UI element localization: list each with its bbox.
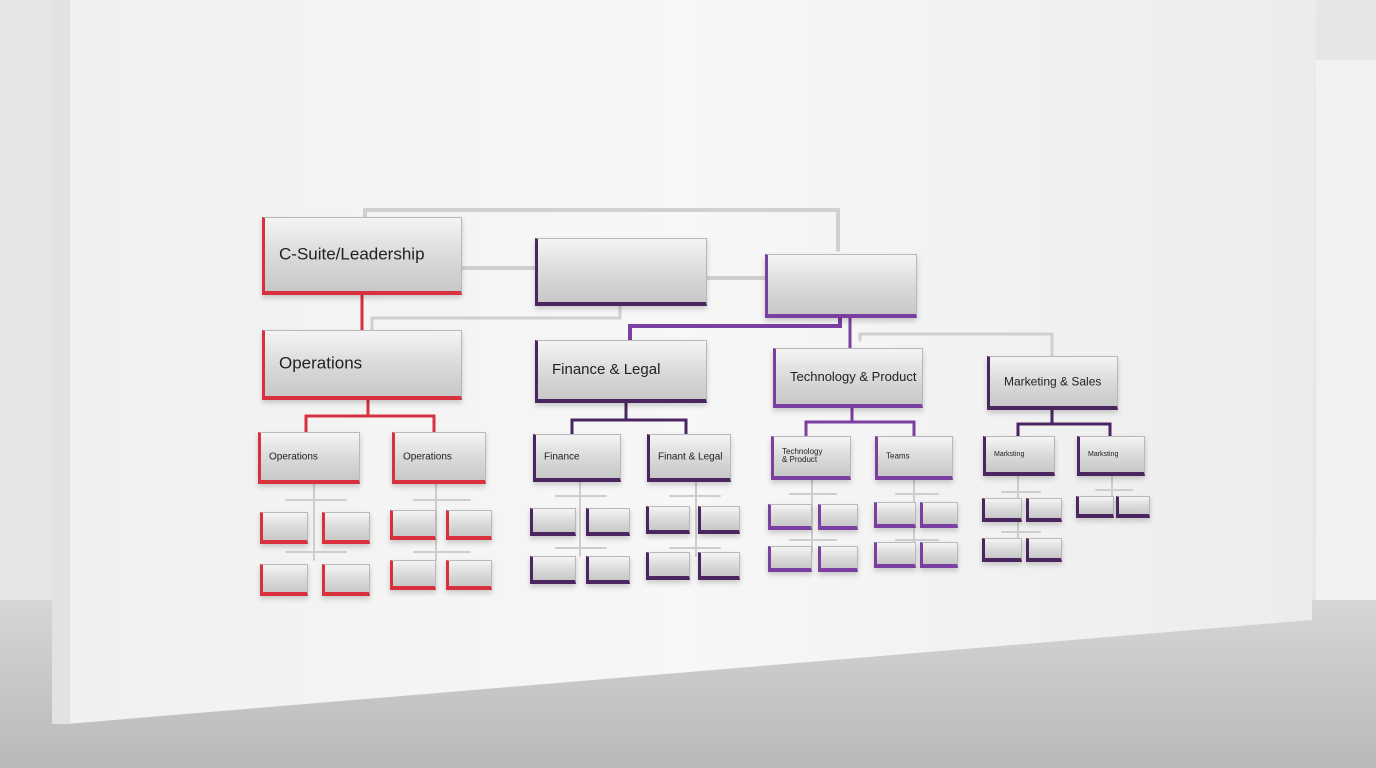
sub-team-plate [982,498,1022,522]
connector-mkt-teams [1016,406,1112,438]
department-plate-finance: Finance & Legal [535,340,707,403]
sub-team-plate [646,506,690,534]
department-label-marketing: Marketing & Sales [1004,373,1102,388]
wall-edge [52,0,70,724]
sub-team-plate [322,564,370,596]
sub-team-plate [1026,538,1062,562]
department-label-technology: Technology & Product [790,368,917,384]
connector-marketing [858,332,1054,358]
sub-team-plate [874,542,916,568]
sub-team-plate [446,560,492,590]
sub-team-plate [586,556,630,584]
team-plate: Marksting [1077,436,1145,476]
sub-team-plate [920,502,958,528]
sub-team-plate [698,506,740,534]
team-plate: Marksting [983,436,1055,476]
team-plate: Finant & Legal [647,434,731,482]
team-label: Operations [403,451,452,462]
sub-team-plate [818,504,858,530]
team-plate: Teams [875,436,953,480]
blank-executive-plate [765,254,917,318]
department-plate-technology: Technology & Product [773,348,923,408]
team-label: Operations [269,451,318,462]
connector-fin-teams [570,400,688,436]
sub-team-plate [1076,496,1114,518]
team-plate: Technology & Product [771,436,851,480]
sub-team-plate [874,502,916,528]
department-label-finance: Finance & Legal [552,360,661,378]
sub-team-plate [1026,498,1062,522]
team-label: Marksting [1088,450,1119,458]
sub-team-plate [818,546,858,572]
sub-team-plate [698,552,740,580]
sub-team-plate [390,560,436,590]
team-label: Finant & Legal [658,451,723,462]
department-plate-operations: Operations [262,330,462,400]
sub-team-plate [530,508,576,536]
sub-team-plate [982,538,1022,562]
blank-executive-plate [535,238,707,306]
connector-ops-to-finance [370,303,622,332]
sub-team-plate [586,508,630,536]
connector-finance-purple [628,314,842,342]
sub-team-plate [768,504,812,530]
sub-team-plate [768,546,812,572]
team-label: Teams [886,451,910,461]
team-label: Finance [544,451,580,462]
team-plate: Operations [392,432,486,484]
sub-team-plate [322,512,370,544]
team-plate: Finance [533,434,621,482]
sub-team-plate [920,542,958,568]
team-label: Marksting [994,450,1025,458]
right-column [1316,60,1376,605]
sub-team-plate [446,510,492,540]
sub-team-plate [530,556,576,584]
sub-team-plate [390,510,436,540]
team-label: Technology & Product [782,446,823,465]
sub-team-plate [260,512,308,544]
sub-team-plate [646,552,690,580]
department-plate-marketing: Marketing & Sales [987,356,1118,410]
sub-team-plate [260,564,308,596]
department-label-operations: Operations [279,353,363,373]
leadership-plate: C-Suite/Leadership [262,217,462,295]
connector-tech-teams [804,404,916,438]
connector-ops-teams [304,396,436,434]
sub-team-plate [1116,496,1150,518]
team-plate: Operations [258,432,360,484]
leadership-label: C-Suite/Leadership [279,244,425,264]
